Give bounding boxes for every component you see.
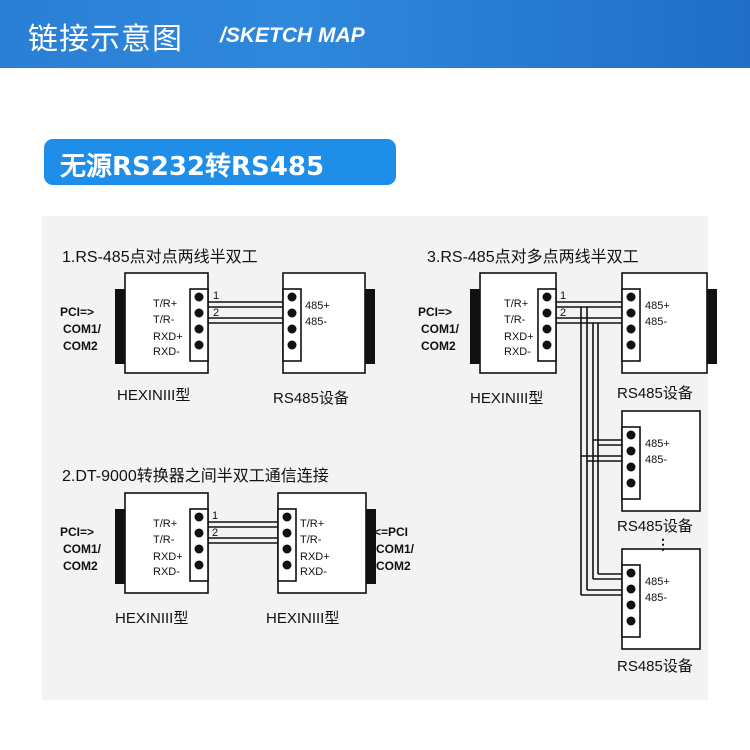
s2-converter-name-left: HEXINIII型: [115, 610, 188, 627]
s3-wires: [556, 301, 622, 596]
s3-device-3: [621, 548, 701, 650]
s3-device-2: [621, 410, 701, 512]
s1-pc-label: COM1/: [63, 322, 102, 336]
s3-converter-name: HEXINIII型: [470, 390, 543, 407]
s2-pin-label-right: RXD-: [300, 566, 327, 578]
s3-dev2-pin: 485-: [645, 454, 667, 466]
s1-dev-pin: 485-: [305, 316, 327, 328]
s2-pc-label-right: COM1/: [376, 542, 415, 556]
s1-converter: [115, 272, 209, 374]
s3-converter: [470, 272, 557, 374]
s2-pc-label-right: <=PCI: [374, 525, 408, 539]
s1-device: [282, 272, 375, 374]
s3-pc-label: COM2: [421, 339, 456, 353]
s3-dev1-pin: 485-: [645, 316, 667, 328]
s1-pin-label: T/R+: [153, 298, 177, 310]
header-subtitle: /SKETCH MAP: [220, 24, 365, 47]
s1-converter-name: HEXINIII型: [117, 387, 190, 404]
s2-pc-label: COM2: [63, 559, 98, 573]
s2-pc-label: PCI=>: [60, 525, 94, 539]
s2-pin-label: RXD-: [153, 566, 180, 578]
product-badge: 无源RS232转RS485: [44, 139, 396, 185]
header-bar: 链接示意图 /SKETCH MAP: [0, 0, 750, 68]
s1-pin-label: T/R-: [153, 314, 175, 326]
s3-wire-number: 1: [560, 290, 566, 302]
s2-pc-label-right: COM2: [376, 559, 411, 573]
s3-dev1-pin: 485+: [645, 300, 670, 312]
s3-device2-name: RS485设备: [617, 518, 693, 535]
s2-pin-label-right: T/R+: [300, 518, 324, 530]
s1-wire-number: 1: [213, 290, 219, 302]
s2-wires: [208, 521, 278, 544]
s2-title: 2.DT-9000转换器之间半双工通信连接: [62, 467, 329, 485]
s2-pin-label-right: T/R-: [300, 534, 322, 546]
s2-wire-number: 1: [212, 510, 218, 522]
badge-label: 无源RS232转RS485: [60, 152, 325, 182]
s2-wire-number: 2: [212, 527, 218, 539]
s3-device1-name: RS485设备: [617, 385, 693, 402]
s1-wire-number: 2: [213, 307, 219, 319]
s1-wires: [208, 301, 283, 324]
s3-dev3-pin: 485+: [645, 576, 670, 588]
s1-pc-label: PCI=>: [60, 305, 94, 319]
s3-pc-label: COM1/: [421, 322, 460, 336]
s2-pin-label: RXD+: [153, 551, 183, 563]
s3-pin-label: T/R-: [504, 314, 526, 326]
s3-dev2-pin: 485+: [645, 438, 670, 450]
s2-pc-label: COM1/: [63, 542, 102, 556]
s1-device-name: RS485设备: [273, 390, 349, 407]
s2-converter-right: [277, 492, 376, 594]
s3-more-devices: ⋮: [656, 536, 670, 552]
s1-title: 1.RS-485点对点两线半双工: [62, 248, 258, 266]
s2-pin-label: T/R+: [153, 518, 177, 530]
s1-dev-pin: 485+: [305, 300, 330, 312]
header-title: 链接示意图: [28, 22, 183, 57]
s3-dev3-pin: 485-: [645, 592, 667, 604]
s2-converter-left: [115, 492, 209, 594]
s2-pin-label-right: RXD+: [300, 551, 330, 563]
s3-pc-label: PCI=>: [418, 305, 452, 319]
s3-device-1: [621, 272, 717, 374]
s1-pin-label: RXD-: [153, 346, 180, 358]
s3-pin-label: T/R+: [504, 298, 528, 310]
s2-pin-label: T/R-: [153, 534, 175, 546]
s1-pin-label: RXD+: [153, 331, 183, 343]
s3-pin-label: RXD-: [504, 346, 531, 358]
s3-wire-number: 2: [560, 307, 566, 319]
s3-device3-name: RS485设备: [617, 658, 693, 675]
s3-pin-label: RXD+: [504, 331, 534, 343]
s3-title: 3.RS-485点对多点两线半双工: [427, 248, 639, 266]
s1-pc-label: COM2: [63, 339, 98, 353]
s2-converter-name-right: HEXINIII型: [266, 610, 339, 627]
